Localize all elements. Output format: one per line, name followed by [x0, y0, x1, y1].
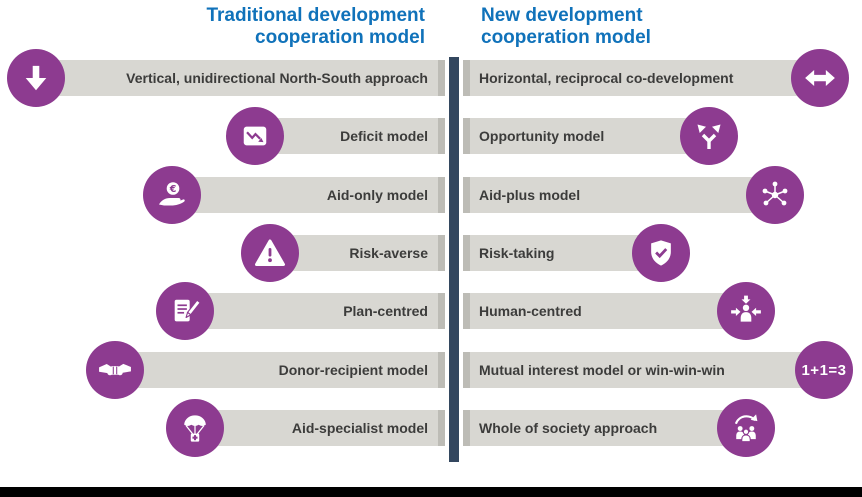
- warning-icon: [241, 224, 299, 282]
- traditional-bar: Risk-averse: [270, 235, 445, 271]
- traditional-label: Risk-averse: [349, 245, 428, 261]
- traditional-label: Deficit model: [340, 128, 428, 144]
- branching-arrows-icon: [680, 107, 738, 165]
- center-divider: [449, 57, 459, 462]
- declining-chart-icon: [226, 107, 284, 165]
- traditional-label: Aid-only model: [326, 187, 428, 203]
- bottom-black-bar: [0, 487, 862, 497]
- new-label: Aid-plus model: [479, 187, 581, 203]
- handshake-icon: [86, 341, 144, 399]
- traditional-bar: Deficit model: [255, 118, 445, 154]
- traditional-bar: Aid-only model: [172, 177, 445, 213]
- new-bar: Aid-plus model: [463, 177, 775, 213]
- network-icon: [746, 166, 804, 224]
- traditional-label: Plan-centred: [343, 303, 428, 319]
- svg-text:€: €: [169, 184, 177, 195]
- traditional-label: Aid-specialist model: [291, 420, 428, 436]
- traditional-bar: Aid-specialist model: [195, 410, 445, 446]
- new-label: Risk-taking: [479, 245, 555, 261]
- new-label: Opportunity model: [479, 128, 605, 144]
- one-plus-one-equals-three-badge: 1+1=3: [795, 341, 853, 399]
- traditional-bar: Vertical, unidirectional North-South app…: [36, 60, 445, 96]
- new-model-heading: New development cooperation model: [481, 5, 651, 49]
- arrows-left-right-icon: [791, 49, 849, 107]
- shield-check-icon: [632, 224, 690, 282]
- new-label: Horizontal, reciprocal co-development: [479, 70, 734, 86]
- people-cycle-icon: [717, 399, 775, 457]
- one-plus-one-equals-three-text: 1+1=3: [801, 361, 847, 379]
- traditional-bar: Plan-centred: [185, 293, 445, 329]
- parachute-aid-icon: [166, 399, 224, 457]
- new-bar: Human-centred: [463, 293, 746, 329]
- traditional-label: Vertical, unidirectional North-South app…: [126, 70, 428, 86]
- traditional-model-heading: Traditional development cooperation mode…: [206, 5, 425, 49]
- traditional-bar: Donor-recipient model: [115, 352, 445, 388]
- arrow-down-icon: [7, 49, 65, 107]
- new-bar: Whole of society approach: [463, 410, 746, 446]
- document-pencil-icon: [156, 282, 214, 340]
- new-bar: Opportunity model: [463, 118, 709, 154]
- traditional-label: Donor-recipient model: [278, 362, 428, 378]
- new-label: Mutual interest model or win-win-win: [479, 362, 725, 378]
- person-arrows-icon: [717, 282, 775, 340]
- new-bar: Risk-taking: [463, 235, 661, 271]
- hand-euro-icon: €: [143, 166, 201, 224]
- new-bar: Mutual interest model or win-win-win: [463, 352, 824, 388]
- new-bar: Horizontal, reciprocal co-development: [463, 60, 820, 96]
- new-label: Whole of society approach: [479, 420, 658, 436]
- new-label: Human-centred: [479, 303, 582, 319]
